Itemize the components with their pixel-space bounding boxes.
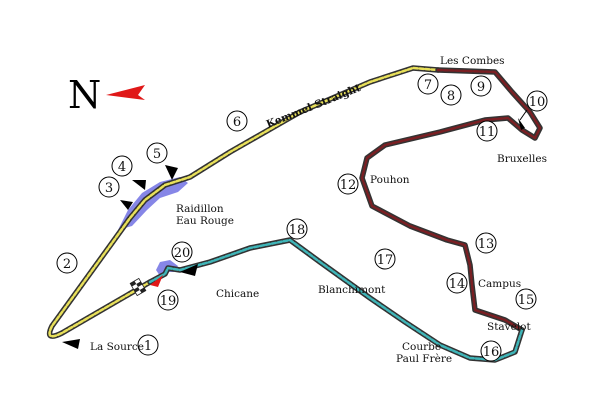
north-arrow-icon [106, 85, 145, 100]
turn-number: 15 [518, 293, 535, 308]
turn-number: 14 [449, 277, 466, 292]
pointer-icon [62, 339, 80, 349]
kemmel-label: Kemmel Straight [265, 82, 363, 131]
chicane-label: Chicane [216, 288, 259, 300]
pointer-icon [120, 200, 133, 210]
turn-number: 18 [289, 223, 306, 238]
turn-number: 4 [118, 160, 126, 175]
turn-number: 1 [144, 339, 152, 354]
eau-rouge-runoff [118, 177, 188, 230]
turn-number: 7 [424, 78, 432, 93]
courbe-label: Courbe [402, 341, 441, 353]
la-source-label: La Source [90, 341, 144, 353]
turn-number: 9 [477, 80, 485, 95]
raidillon-label: Raidillon [176, 203, 224, 215]
turn-markers [56, 73, 548, 362]
pointer-icon [132, 180, 146, 190]
turn-number: 10 [529, 95, 546, 110]
north-label: N [68, 73, 101, 117]
bruxelles-label: Bruxelles [497, 153, 547, 165]
turn-number: 3 [105, 181, 113, 196]
turn-number: 5 [153, 147, 161, 162]
turn-number: 17 [377, 253, 394, 268]
turn-number: 13 [478, 237, 495, 252]
turn-number: 16 [483, 345, 500, 360]
turn-number: 8 [447, 89, 455, 104]
les-combes-label: Les Combes [440, 55, 505, 67]
eau-rouge-label: Eau Rouge [176, 215, 234, 227]
turn-number: 2 [63, 257, 71, 272]
start-finish-line-icon [129, 277, 147, 297]
paul-frere-label: Paul Frère [396, 353, 452, 365]
turn-number: 6 [233, 115, 241, 130]
campus-label: Campus [478, 278, 521, 290]
pointer-icon [180, 264, 198, 276]
pointer-icon [518, 118, 525, 130]
stavelot-label: Stavelot [487, 321, 531, 333]
turn-number: 19 [160, 294, 177, 309]
turn-number: 20 [174, 246, 191, 261]
blanchimont-label: Blanchimont [318, 284, 386, 296]
pouhon-label: Pouhon [370, 174, 410, 186]
pointer-icon [165, 165, 178, 180]
turn-number: 12 [340, 178, 357, 193]
direction-arrow-icon [150, 275, 163, 287]
turn-number: 11 [479, 125, 496, 140]
